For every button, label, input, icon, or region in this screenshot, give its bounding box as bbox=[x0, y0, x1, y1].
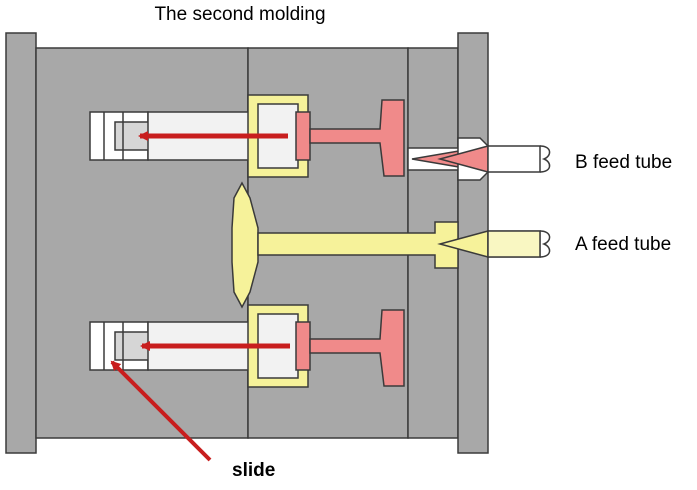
b-runner-system bbox=[309, 99, 489, 387]
a-feed-tube bbox=[487, 230, 551, 258]
upper-cavity bbox=[89, 94, 311, 178]
b-runner-lower bbox=[309, 309, 405, 387]
left-clamp-plate bbox=[5, 32, 37, 454]
lower-b-material bbox=[295, 321, 311, 371]
a-feed-tube-label: A feed tube bbox=[575, 234, 671, 255]
cavity-plate bbox=[35, 47, 249, 439]
upper-b-material bbox=[295, 111, 311, 161]
a-runner-channel bbox=[257, 221, 459, 269]
diagram-title: The second molding bbox=[154, 4, 325, 25]
a-runner-system bbox=[231, 181, 489, 309]
b-feed-tube-label: B feed tube bbox=[575, 152, 672, 173]
slide-pointer-arrow bbox=[110, 360, 212, 462]
b-runner-upper bbox=[309, 99, 405, 177]
b-feed-tube bbox=[487, 145, 551, 173]
a-sprue-connector bbox=[231, 181, 259, 309]
slide-label: slide bbox=[232, 460, 275, 481]
